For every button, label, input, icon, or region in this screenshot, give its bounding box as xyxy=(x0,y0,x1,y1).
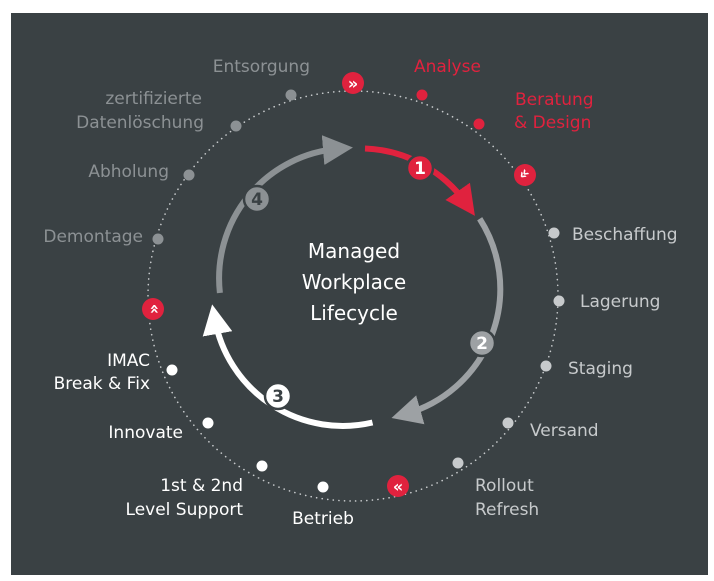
step-dot-lagerung xyxy=(553,295,565,307)
phase-badge-1: 1 xyxy=(405,153,435,183)
phase-marker-demontage: » xyxy=(142,298,164,320)
step-label-demontage: Demontage xyxy=(43,227,143,247)
phase-badge-3: 3 xyxy=(263,381,293,411)
center-title-line: Workplace xyxy=(302,270,406,294)
outer-dotted-ring xyxy=(147,90,559,502)
step-labels: Analyse Beratung& Design Beschaffung Lag… xyxy=(43,57,677,529)
chevrons-up-icon: » xyxy=(144,304,163,314)
step-label-beschaffung: Beschaffung xyxy=(572,225,678,245)
step-label-versand: Versand xyxy=(530,421,599,441)
phase-marker-analyse: » xyxy=(342,72,364,94)
step-label-lagerung: Lagerung xyxy=(580,292,660,312)
step-dot-beschaffung xyxy=(548,227,560,239)
step-label-beratung: Beratung& Design xyxy=(514,90,594,133)
phase-number: 2 xyxy=(476,334,488,354)
step-dot-rollout xyxy=(452,457,464,469)
phase-number: 3 xyxy=(272,387,284,407)
center-title-line: Lifecycle xyxy=(310,301,398,325)
phase-number: 1 xyxy=(414,159,426,179)
step-dot-innovate xyxy=(202,417,214,429)
phase-badge-2: 2 xyxy=(467,328,497,358)
lifecycle-diagram: 1 2 3 4 Managed Workplace Lifecycle » » … xyxy=(43,57,677,529)
phase-marker-beschaffung: » xyxy=(514,164,536,186)
step-dot-support xyxy=(256,460,268,472)
phase-2-arrow xyxy=(391,217,504,425)
step-dot-imac xyxy=(166,364,178,376)
step-label-betrieb: Betrieb xyxy=(292,509,354,529)
step-dots xyxy=(152,89,565,493)
step-label-abholung: Abholung xyxy=(88,162,169,182)
phase-badge-4: 4 xyxy=(242,184,272,214)
step-label-staging: Staging xyxy=(568,359,633,379)
step-label-analyse: Analyse xyxy=(414,57,481,77)
phase-marker-betrieb: « xyxy=(387,475,409,497)
step-dot-demontage xyxy=(152,233,164,245)
chevrons-left-icon: « xyxy=(393,477,403,496)
center-title-line: Managed xyxy=(308,239,400,263)
step-dot-analyse xyxy=(416,89,428,101)
step-dot-datenloeschung xyxy=(230,120,242,132)
step-label-entsorgung: Entsorgung xyxy=(213,57,310,77)
center-title: Managed Workplace Lifecycle xyxy=(302,239,406,325)
chevrons-right-icon: » xyxy=(348,74,358,93)
step-dot-versand xyxy=(502,417,514,429)
step-dot-staging xyxy=(540,360,552,372)
diagram-panel: 1 2 3 4 Managed Workplace Lifecycle » » … xyxy=(11,13,708,575)
step-dot-entsorgung xyxy=(285,89,297,101)
step-label-innovate: Innovate xyxy=(108,423,183,443)
phase-3-arrow xyxy=(202,304,374,429)
step-dot-abholung xyxy=(183,169,195,181)
step-dot-beratung xyxy=(473,118,485,130)
step-dot-betrieb xyxy=(317,481,329,493)
phase-number: 4 xyxy=(251,190,263,210)
